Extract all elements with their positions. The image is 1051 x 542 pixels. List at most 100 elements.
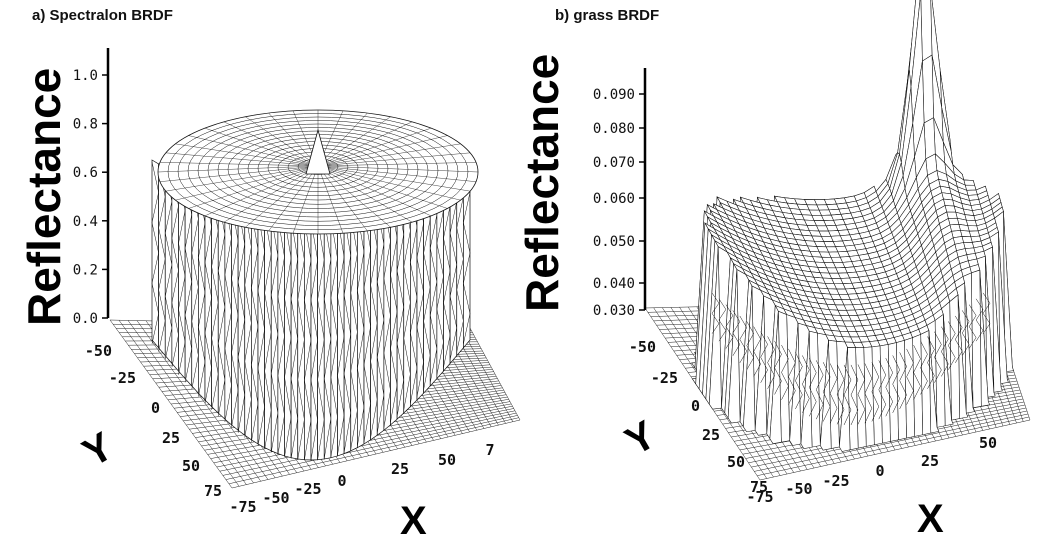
surface-wall-hatch [718, 298, 727, 342]
surface-wall-hatch [906, 348, 914, 405]
surface-wall-hatch [774, 340, 782, 395]
surface-dome-spoke [175, 165, 319, 201]
x-tick-label: -25 [822, 472, 849, 490]
x-tick-label: 50 [979, 434, 997, 452]
x-tick-label: -75 [229, 498, 256, 516]
surface-wall-hatch [809, 358, 817, 417]
surface-wall-hatch [892, 355, 900, 413]
panel-b-surface [691, 0, 1014, 452]
y-tick-label: -50 [629, 338, 656, 356]
x-tick-label: 0 [875, 462, 884, 480]
surface-dome-spoke [317, 121, 413, 167]
z-tick-label: 0.050 [593, 234, 635, 250]
panel-a-reflectance-label: Reflectance [18, 68, 70, 326]
panel-a-title: a) Spectralon BRDF [32, 7, 173, 24]
y-tick-label: 50 [727, 453, 745, 471]
z-tick-label: 0.080 [593, 121, 635, 137]
z-tick-label: 0.040 [593, 276, 635, 292]
surface-wall-hatch [788, 348, 796, 405]
floor-grid-line [759, 419, 1031, 481]
surface-wall-hatch [975, 298, 984, 342]
surface-wall-hatch [961, 310, 970, 356]
surface-cell [769, 311, 782, 444]
y-tick-label: 25 [162, 429, 180, 447]
z-tick-label: 0.8 [73, 117, 98, 133]
floor-grid-line [757, 416, 1030, 476]
surface-dome-spoke [317, 165, 344, 234]
surface-wall-hatch [927, 336, 935, 389]
x-tick-label: -25 [294, 480, 321, 498]
surface-wall-cell [297, 219, 305, 461]
surface-wall-hatch [982, 292, 991, 334]
spectralon-panel: a) Spectralon BRDF Reflectance 0.00.20.4… [18, 7, 521, 542]
x-tick-label: -50 [262, 489, 289, 507]
surface-dome-spoke [165, 152, 319, 167]
y-tick-label: 50 [182, 457, 200, 475]
surface-cell [966, 189, 978, 196]
panel-a-y-axis-letter: Y [76, 424, 121, 476]
panel-a-x-axis-letter: X [400, 499, 427, 542]
surface-dome-spoke [317, 165, 479, 173]
surface-cell [963, 179, 976, 186]
surface-dome-spoke [317, 116, 391, 167]
surface-dome-spoke [223, 165, 319, 223]
surface-wall-hatch [802, 355, 810, 413]
z-tick-label: 0.030 [593, 303, 635, 319]
surface-cell [964, 184, 977, 191]
surface-wall-cell [323, 218, 332, 460]
panel-b-reflectance-label: Reflectance [516, 54, 568, 312]
surface-wall-hatch [463, 161, 471, 344]
surface-dome-spoke [204, 127, 319, 167]
grass-panel: b) grass BRDF Reflectance 0.030 0.040 0.05… [516, 0, 1031, 541]
panel-b-y-axis-letter: Y [618, 413, 663, 465]
surface-wall-hatch [885, 358, 893, 417]
surface-dome-spoke [292, 165, 319, 234]
surface-dome-spoke [317, 165, 461, 201]
surface-dome-spoke [317, 143, 461, 167]
y-tick-label: 75 [204, 482, 222, 500]
surface-dome-spoke [188, 165, 319, 209]
z-tick-label: 0.2 [73, 262, 98, 278]
surface-dome-spoke [165, 165, 319, 192]
surface-cell [839, 347, 851, 452]
panel-a-z-axis: 0.00.20.40.60.81.0 [73, 48, 110, 327]
panel-b-x-axis-letter: X [917, 497, 944, 541]
surface-cell [923, 117, 936, 160]
x-tick-label: -50 [785, 480, 812, 498]
surface-dome-spoke [157, 165, 319, 173]
surface-wall-hatch [815, 360, 824, 420]
y-tick-label: 25 [702, 426, 720, 444]
panel-b-title: b) grass BRDF [555, 7, 659, 24]
surface-wall-hatch [739, 315, 748, 364]
surface-dome-spoke [317, 127, 432, 167]
surface-cell [819, 340, 832, 451]
z-tick-label: 0.090 [593, 87, 635, 103]
surface-wall-hatch [968, 304, 977, 349]
surface-wall-hatch [843, 364, 852, 426]
x-tick-label: 0 [337, 472, 346, 490]
surface-dome-spoke [223, 121, 319, 167]
surface-dome-spoke [317, 165, 448, 209]
z-tick-label: 1.0 [73, 68, 98, 84]
y-tick-label: 75 [750, 478, 768, 496]
surface-wall-hatch [760, 331, 768, 383]
surface-wall-hatch [746, 321, 754, 370]
surface-dome-spoke [317, 162, 477, 167]
x-tick-label: 25 [921, 452, 939, 470]
surface-wall-hatch [753, 326, 761, 377]
surface-wall-hatch [920, 340, 928, 395]
surface-dome-spoke [317, 165, 368, 232]
surface-wall-hatch [829, 363, 838, 424]
surface-wall-cell [304, 219, 312, 461]
surface-dome-spoke [159, 162, 319, 167]
surface-dome-spoke [175, 143, 319, 167]
surface-dome-spoke [317, 165, 432, 217]
x-tick-label: 25 [391, 460, 409, 478]
surface-wall-hatch [913, 344, 921, 400]
surface-wall-hatch [781, 344, 789, 400]
z-tick-label: 0.6 [73, 165, 98, 181]
surface-wall-hatch [878, 360, 887, 420]
